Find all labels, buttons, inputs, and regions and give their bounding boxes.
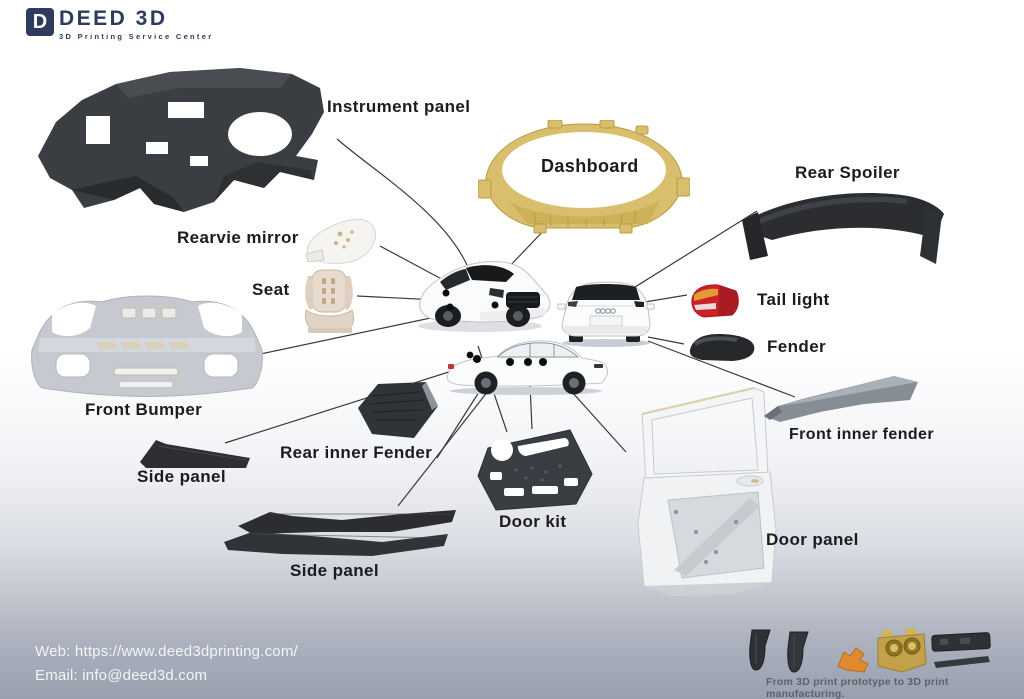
car-front-view — [418, 261, 551, 332]
instrument-panel-part — [38, 68, 324, 212]
fender-part — [689, 334, 755, 361]
rearview-mirror-part — [305, 218, 376, 264]
fender-label: Fender — [767, 337, 827, 356]
instrument-panel-label: Instrument panel — [327, 97, 471, 116]
footer-web-url: Web: https://www.deed3dprinting.com/ — [35, 643, 298, 660]
car-rear-view — [557, 281, 655, 347]
rear-spoiler-label: Rear Spoiler — [795, 163, 900, 182]
tail-light-label: Tail light — [757, 290, 830, 309]
door-kit-part — [477, 429, 593, 511]
door-panel-label: Door panel — [766, 530, 859, 549]
thumb-gold-manifold — [877, 628, 927, 673]
front-inner-fender-label: Front inner fender — [789, 426, 934, 443]
logo-name: DEED 3D — [59, 7, 168, 30]
rearview-mirror-label: Rearvie mirror — [177, 228, 299, 247]
footer-email: Email: info@deed3d.com — [35, 667, 208, 684]
door-kit-label: Door kit — [499, 512, 567, 531]
door-panel-part — [637, 387, 777, 597]
rear-spoiler-part — [742, 193, 944, 264]
thumb-dark-beam — [931, 632, 991, 668]
rear-inner-fender-label: Rear inner Fender — [280, 443, 433, 462]
dashboard-label: Dashboard — [541, 156, 639, 176]
deed3d-logo-icon: D — [26, 8, 54, 36]
car-side-view — [446, 340, 609, 395]
side-panel-lower-part — [224, 510, 456, 556]
front-bumper-label: Front Bumper — [85, 400, 203, 419]
seat-label: Seat — [252, 280, 290, 299]
footer-caption: From 3D print prototype to 3D print manu… — [766, 676, 949, 699]
front-bumper-part — [31, 295, 263, 397]
side-panel-upper-label: Side panel — [137, 467, 227, 486]
dashboard-part — [478, 120, 690, 234]
seat-part — [305, 269, 355, 333]
deed3d-logo: D DEED 3D 3D Printing Service Center — [26, 8, 213, 41]
rear-inner-fender-part — [358, 382, 438, 438]
side-panel-upper-part — [140, 440, 250, 468]
thumb-orange-bracket — [837, 647, 869, 673]
thumb-printed-funnels — [749, 629, 809, 673]
tail-light-part — [691, 284, 739, 318]
side-panel-lower-label: Side panel — [290, 561, 380, 580]
front-inner-fender-part — [764, 376, 918, 422]
logo-tagline: 3D Printing Service Center — [59, 32, 214, 41]
